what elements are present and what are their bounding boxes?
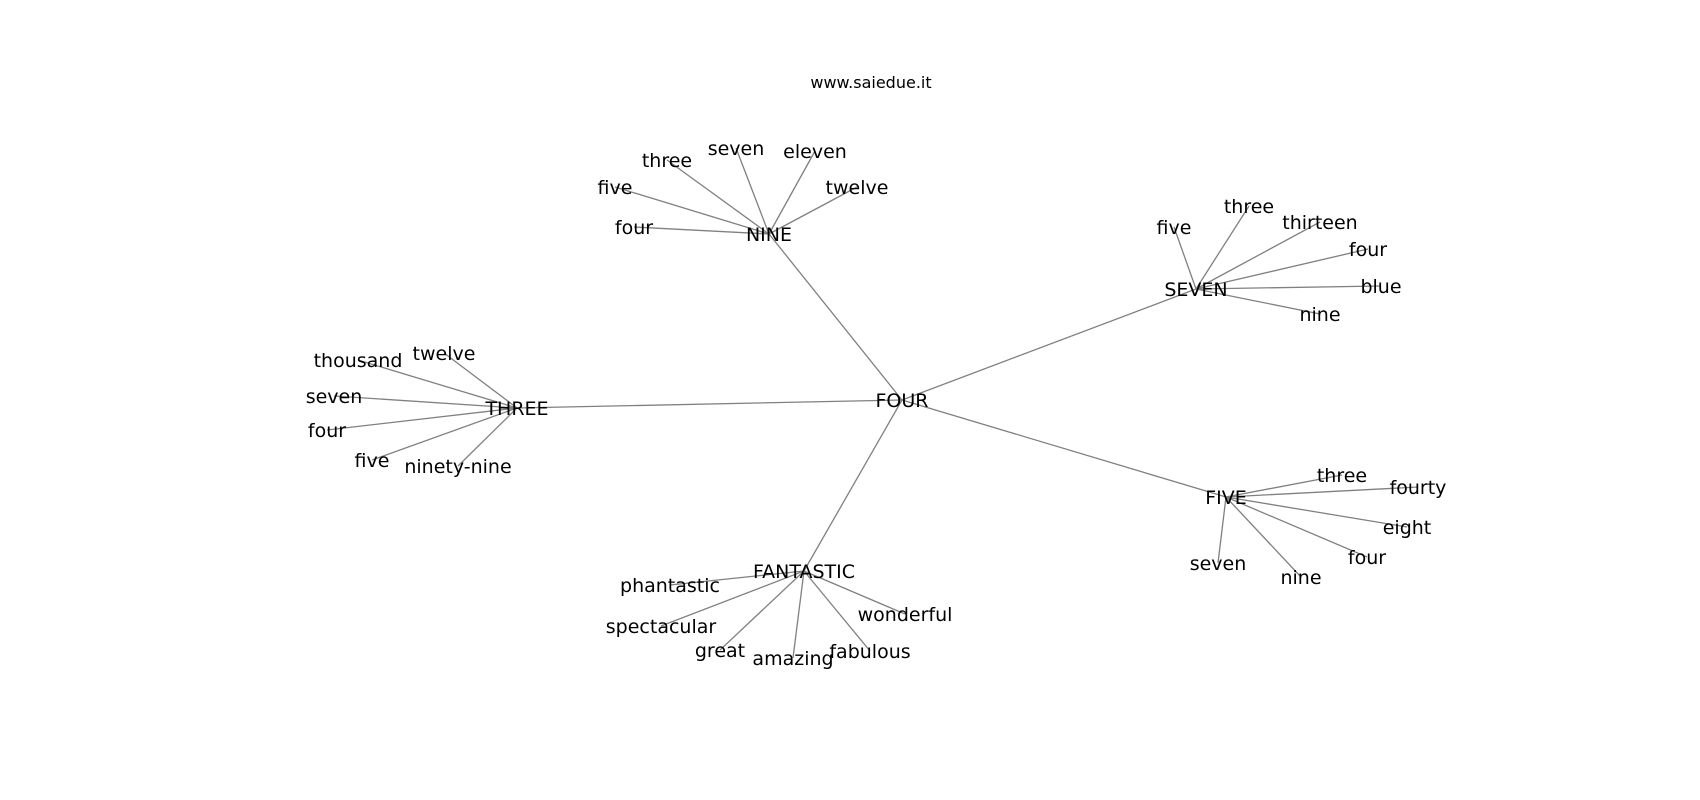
edge-fantastic-phantastic (669, 570, 805, 586)
edge-three-ninety-nine (457, 407, 518, 467)
node-hub-five: FIVE (1205, 487, 1247, 509)
edge-five-seven (1217, 496, 1227, 564)
edge-nine-four (633, 226, 770, 235)
edge-five-three (1225, 474, 1343, 498)
node-leaf-five-seven: seven (1190, 553, 1247, 575)
edge-nine-twelve (768, 186, 858, 235)
edge-three-four (326, 407, 518, 431)
node-leaf-five-four: four (1348, 547, 1386, 569)
node-leaf-nine-four: four (615, 217, 653, 239)
node-leaf-five-nine: nine (1280, 567, 1321, 589)
edge-three-five (371, 407, 518, 461)
node-leaf-five-three: three (1317, 465, 1367, 487)
edge-nine-eleven (768, 150, 816, 235)
node-leaf-three-thousand: thousand (314, 350, 403, 372)
edge-root-five (901, 399, 1227, 498)
node-leaf-nine-eleven: eleven (783, 141, 847, 163)
edge-root-three (516, 399, 903, 409)
edge-root-nine (768, 233, 903, 401)
node-leaf-seven-blue: blue (1360, 276, 1401, 298)
node-hub-fantastic: FANTASTIC (753, 561, 855, 583)
node-leaf-nine-five: five (598, 177, 633, 199)
edge-three-seven (333, 395, 518, 409)
node-leaf-three-five: five (355, 450, 390, 472)
node-leaf-seven-nine: nine (1299, 304, 1340, 326)
node-hub-seven: SEVEN (1164, 279, 1227, 301)
edge-five-eight (1225, 496, 1408, 528)
node-leaf-fantastic-fabulous: fabulous (829, 641, 910, 663)
node-root: FOUR (876, 390, 929, 412)
edge-nine-five (614, 186, 770, 235)
edge-fantastic-amazing (792, 570, 805, 659)
node-leaf-seven-five: five (1157, 217, 1192, 239)
node-leaf-nine-twelve: twelve (826, 177, 889, 199)
edge-three-thousand (357, 359, 518, 409)
edge-nine-three (666, 159, 770, 235)
edge-seven-nine (1195, 288, 1321, 315)
node-leaf-three-four: four (308, 420, 346, 442)
node-leaf-three-seven: seven (306, 386, 363, 408)
node-leaf-nine-three: three (642, 150, 692, 172)
edge-five-fourty (1225, 486, 1419, 498)
node-leaf-seven-thirteen: thirteen (1282, 212, 1357, 234)
edge-five-four (1225, 496, 1368, 558)
node-leaf-nine-seven: seven (708, 138, 765, 160)
edge-fantastic-wonderful (803, 570, 906, 615)
node-leaf-fantastic-phantastic: phantastic (620, 575, 720, 597)
node-leaf-seven-four: four (1349, 239, 1387, 261)
edge-seven-five (1173, 226, 1197, 290)
node-leaf-fantastic-great: great (695, 640, 745, 662)
edge-seven-thirteen (1195, 221, 1321, 290)
node-hub-three: THREE (484, 398, 548, 420)
edge-root-fantastic (803, 399, 903, 572)
node-leaf-seven-three: three (1224, 196, 1274, 218)
edges-layer (326, 147, 1419, 659)
edge-five-nine (1225, 496, 1302, 578)
edge-nine-seven (735, 147, 770, 235)
node-leaf-three-ninety-nine: ninety-nine (404, 456, 511, 478)
site-watermark: www.saiedue.it (810, 73, 931, 92)
edge-seven-blue (1195, 285, 1382, 290)
edge-fantastic-great (719, 570, 805, 651)
node-hub-nine: NINE (746, 224, 792, 246)
edge-seven-three (1195, 205, 1250, 290)
node-leaf-fantastic-wonderful: wonderful (858, 604, 953, 626)
edge-seven-four (1195, 248, 1369, 290)
edge-fantastic-spectacular (660, 570, 805, 627)
edge-fantastic-fabulous (803, 570, 871, 652)
node-leaf-three-twelve: twelve (413, 343, 476, 365)
node-leaf-fantastic-spectacular: spectacular (606, 616, 717, 638)
node-leaf-fantastic-amazing: amazing (752, 648, 833, 670)
edge-three-twelve (443, 352, 518, 409)
node-leaf-five-fourty: fourty (1390, 477, 1447, 499)
edge-root-seven (901, 288, 1197, 401)
node-leaf-five-eight: eight (1383, 517, 1432, 539)
